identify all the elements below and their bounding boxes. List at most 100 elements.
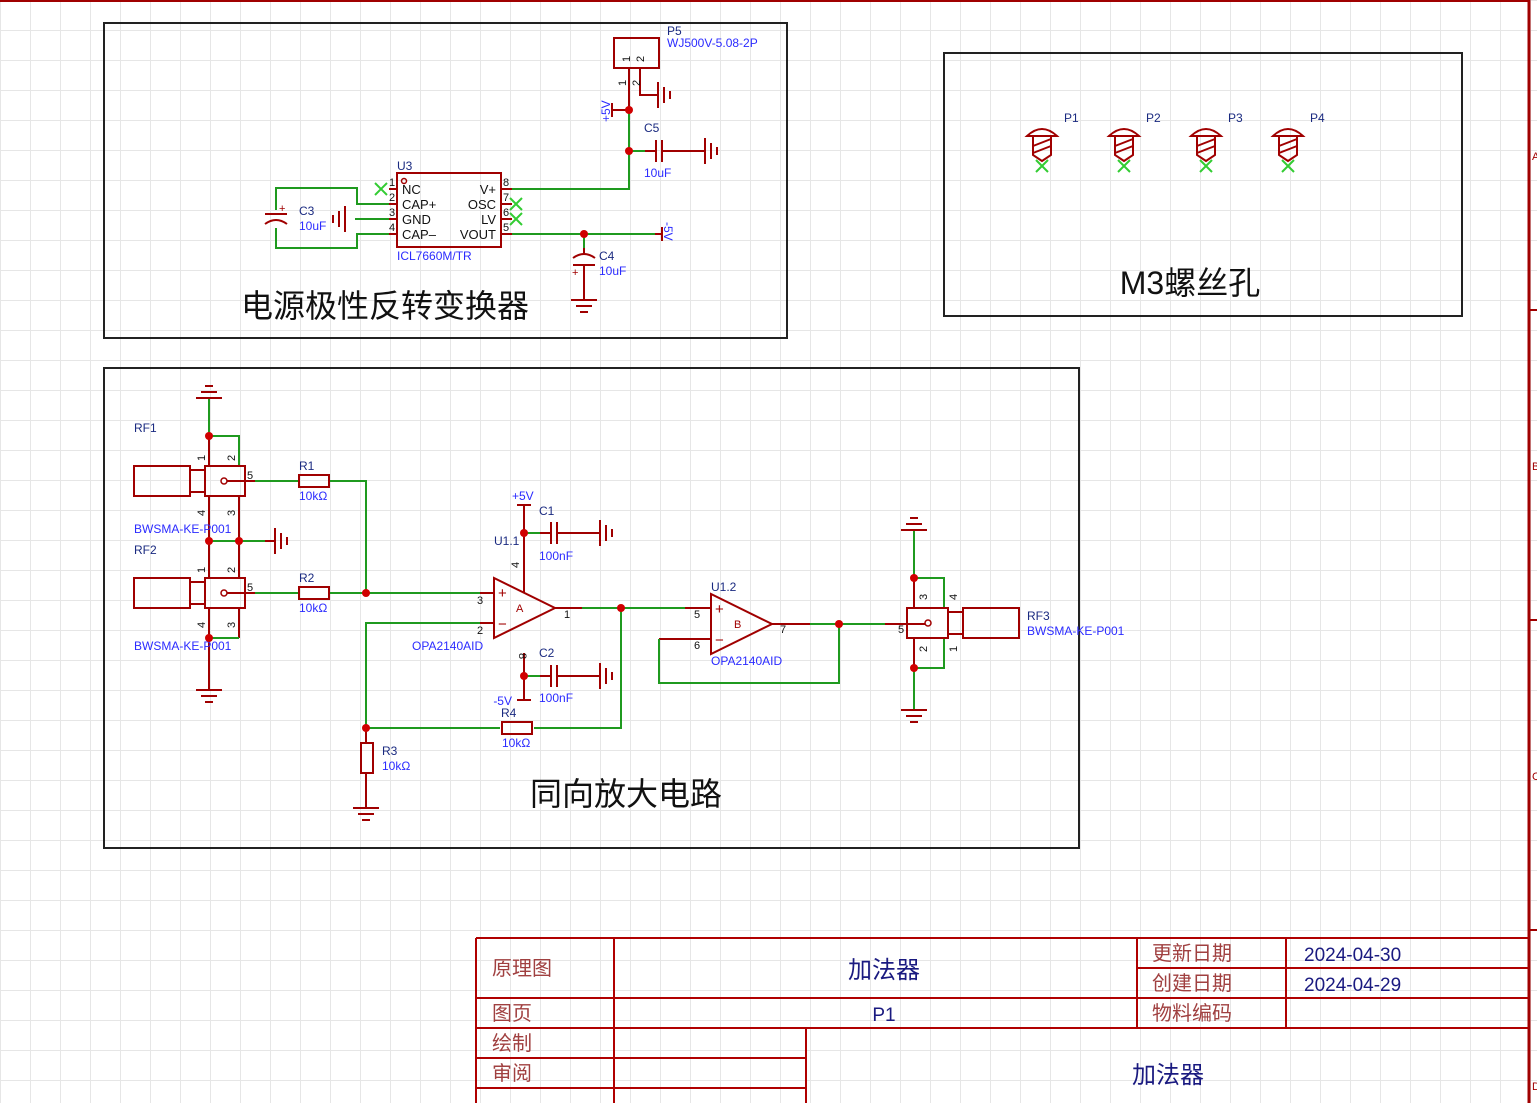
value-label: 10kΩ	[382, 759, 410, 773]
screw-icon	[1270, 128, 1306, 163]
pin-number: 2	[477, 625, 483, 637]
ground-icon	[571, 299, 597, 313]
block-title: M3螺丝孔	[1120, 265, 1260, 301]
screw-hole-P3[interactable]: P3	[1188, 111, 1243, 173]
c4-capacitor[interactable]: + C4 10uF	[572, 248, 626, 279]
minus-icon: −	[715, 632, 724, 649]
created-label: 创建日期	[1152, 972, 1232, 995]
pin-number: 2	[389, 192, 395, 204]
rf1-sma-connector[interactable]: RF1 BWSMA-KE-P001 1 2 5 4 3	[133, 421, 253, 536]
pin-number: 4	[196, 510, 208, 516]
pin-name: GND	[402, 212, 431, 227]
value-label: 10uF	[299, 219, 326, 233]
updated-label: 更新日期	[1152, 942, 1232, 965]
pin-number: 6	[694, 640, 700, 652]
junction-dot	[625, 147, 633, 155]
ref-label: P1	[1064, 111, 1079, 125]
reviewed-by-label: 审阅	[492, 1062, 532, 1085]
c5-capacitor[interactable]: C5 10uF	[644, 121, 671, 180]
power-inverter-block: 电源极性反转变换器 U3 ICL7660M/TR 1 2 3 4 NC CAP+…	[103, 22, 788, 339]
screw-hole-P2[interactable]: P2	[1106, 111, 1161, 173]
screw-icon	[1106, 128, 1142, 163]
pin-number: 5	[247, 470, 253, 482]
value-label: 10uF	[599, 264, 626, 278]
pin-number: 4	[196, 622, 208, 628]
ref-label: RF2	[134, 543, 157, 557]
r2-resistor[interactable]: R2 10kΩ	[298, 571, 330, 615]
part-label: OPA2140AID	[711, 654, 782, 668]
pin-number: 2	[226, 455, 238, 461]
pin-number: 4	[389, 222, 395, 234]
pin-number: 1	[389, 177, 395, 189]
ref-label: R2	[299, 571, 315, 585]
ref-label: U1.2	[711, 580, 737, 594]
u1-2-opamp[interactable]: + − B U1.2 OPA2140AID 5 6 7	[694, 580, 786, 668]
plus-icon: +	[715, 601, 724, 618]
u3-icl7660[interactable]: U3 ICL7660M/TR 1 2 3 4 NC CAP+ GND CAP– …	[389, 159, 512, 263]
screw-holes-block: M3螺丝孔 P1 P2 P3 P4	[943, 52, 1463, 317]
u1-1-opamp[interactable]: + − A U1.1 OPA2140AID 3 2 1 4 8	[412, 534, 570, 659]
ground-icon	[901, 517, 927, 531]
unit-label: A	[516, 603, 524, 615]
pin-name: V+	[480, 182, 496, 197]
pin-name: NC	[402, 182, 421, 197]
unit-label: B	[734, 619, 741, 631]
value-label: 100nF	[539, 691, 573, 705]
pin-number: 5	[898, 624, 904, 636]
rf3-sma-connector[interactable]: RF3 BWSMA-KE-P001 3 4 5 2 1	[898, 594, 1125, 652]
net-label-minus5v: -5V	[493, 694, 531, 708]
screw-hole-P1[interactable]: P1	[1024, 111, 1079, 173]
rf2-sma-connector[interactable]: RF2 BWSMA-KE-P001 1 2 5 4 3	[133, 543, 253, 653]
ground-icon	[332, 206, 346, 232]
pin-number: 3	[477, 595, 483, 607]
ground-icon	[196, 385, 222, 399]
c2-capacitor[interactable]: C2 100nF	[539, 646, 573, 705]
pin-number: 1	[564, 609, 570, 621]
drawing-type-label: 原理图	[492, 958, 552, 980]
pin-number: 5	[694, 609, 700, 621]
r1-resistor[interactable]: R1 10kΩ	[298, 459, 330, 503]
no-connect-icon	[1199, 159, 1213, 173]
junction-dot	[910, 664, 918, 672]
ref-label: C3	[299, 204, 315, 218]
junction-dot	[617, 604, 625, 612]
value-label: 100nF	[539, 549, 573, 563]
ground-icon	[353, 807, 379, 821]
pin-number: 7	[780, 624, 786, 636]
block-title: 同向放大电路	[530, 776, 722, 812]
ref-label: P2	[1146, 111, 1161, 125]
ground-icon	[599, 663, 613, 689]
part-label: ICL7660M/TR	[397, 249, 472, 263]
junction-dot	[835, 620, 843, 628]
c3-capacitor[interactable]: + C3 10uF	[264, 203, 326, 233]
ref-label: C5	[644, 121, 660, 135]
ref-label: P5	[667, 24, 682, 38]
created-date: 2024-04-29	[1304, 975, 1401, 996]
part-label: BWSMA-KE-P001	[1027, 624, 1125, 638]
pin-number: 2	[631, 80, 643, 86]
r4-resistor[interactable]: R4 10kΩ	[501, 706, 533, 750]
pin-number: 3	[918, 594, 930, 600]
zone-label: B	[1532, 461, 1537, 473]
net-label-minus5v: -5V	[661, 222, 675, 241]
p5-connector[interactable]: P5 WJ500V-5.08-2P 1 2 1 2	[613, 24, 758, 86]
pin-number: 2	[635, 56, 647, 62]
r3-resistor[interactable]: R3 10kΩ	[360, 742, 410, 774]
drawing-title: 加法器	[848, 957, 920, 984]
value-label: 10kΩ	[502, 736, 530, 750]
c1-capacitor[interactable]: C1 100nF	[539, 504, 573, 563]
pin-number: 1	[196, 455, 208, 461]
no-connect-icon	[1281, 159, 1295, 173]
junction-dot	[235, 537, 243, 545]
net-name: -5V	[493, 694, 512, 708]
junction-dot	[205, 537, 213, 545]
screw-icon	[1024, 128, 1060, 163]
part-label: BWSMA-KE-P001	[134, 522, 232, 536]
ref-label: C2	[539, 646, 555, 660]
pin-name: CAP+	[402, 197, 436, 212]
screw-hole-P4[interactable]: P4	[1270, 111, 1325, 173]
company-name: 加法器	[1132, 1062, 1204, 1089]
ground-icon	[599, 520, 613, 546]
